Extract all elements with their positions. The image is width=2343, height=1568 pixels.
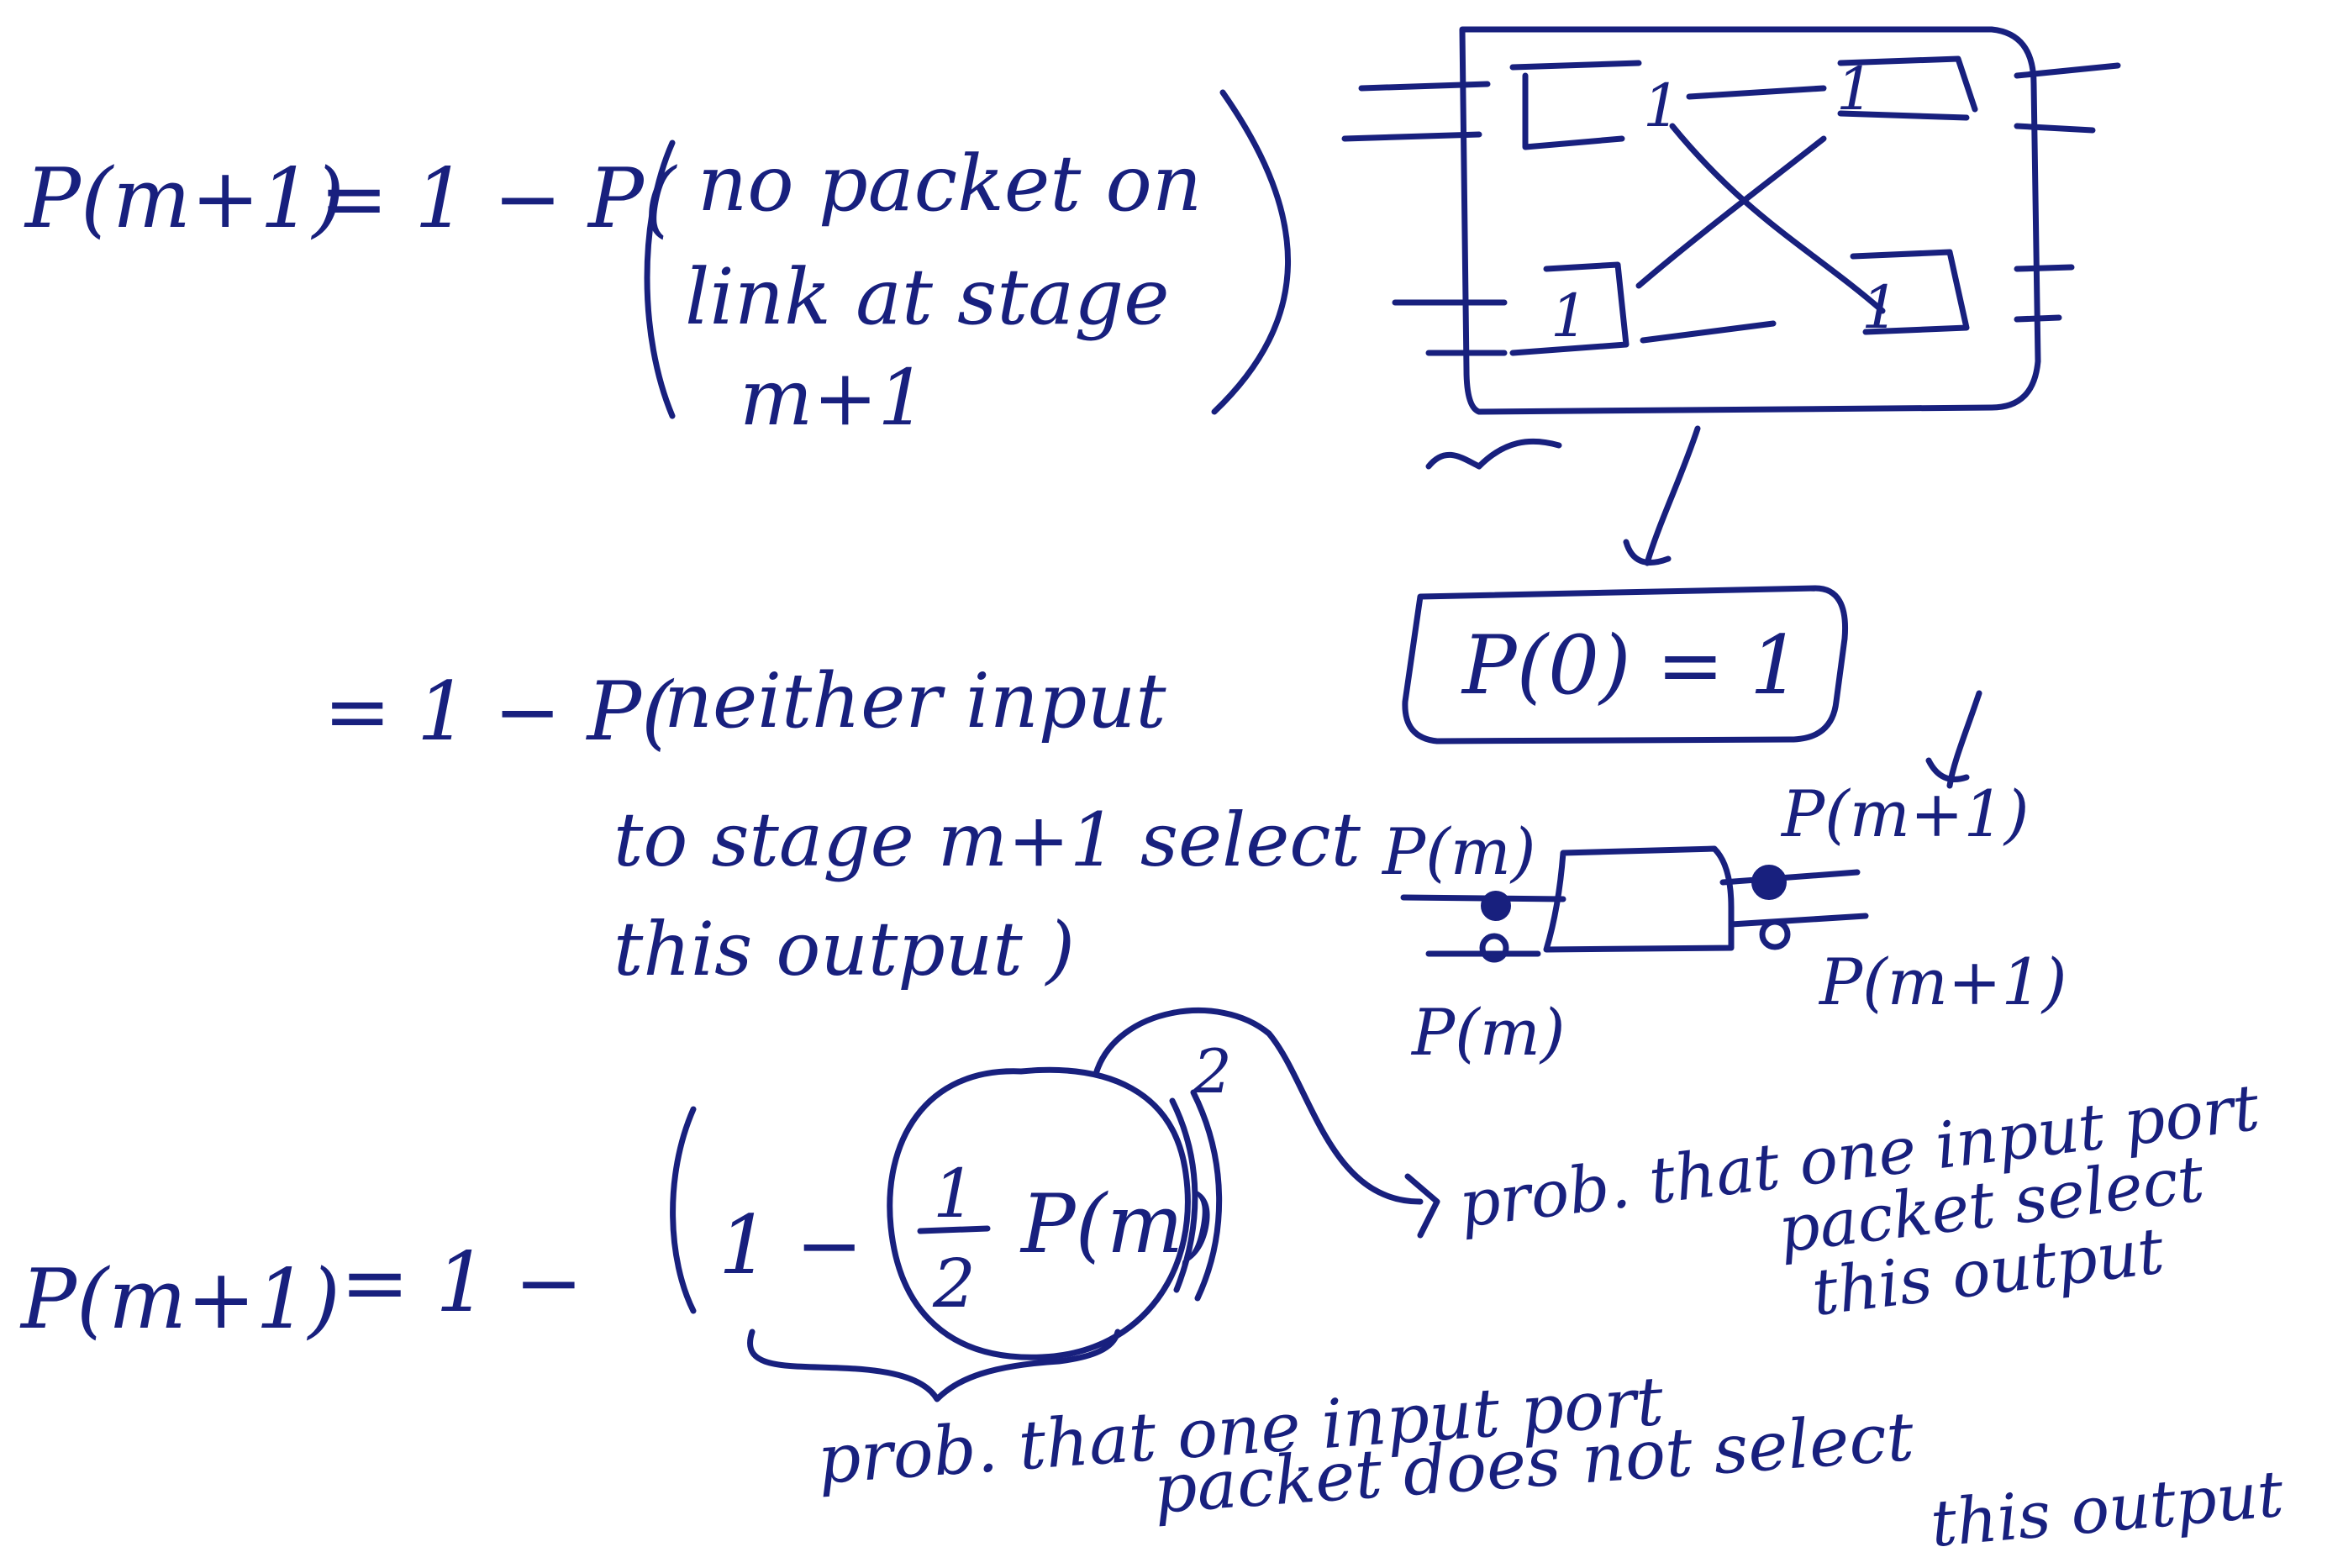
eq1-big-right-paren <box>1211 89 1291 415</box>
annotation-bottom: prob. that one input port packet does no… <box>815 1362 2287 1561</box>
eq3-outer-left-paren <box>670 1106 697 1314</box>
switch-down-arrow <box>1623 425 1701 566</box>
annotation-bottom-line3: this output <box>1928 1456 2287 1561</box>
equation-2: = 1 − P( neither input to stage m+1 sele… <box>324 657 1361 992</box>
eq3-equals: = 1 − <box>340 1235 583 1331</box>
stage-diagram: P(m) P(m) P(m+1) P(m+1) <box>1381 690 2067 1070</box>
switch-cross-link-1 <box>1669 123 1886 314</box>
switch-element-bottom-left <box>1509 261 1630 356</box>
eq2-line1: neither input <box>664 657 1166 745</box>
base-case-box <box>1402 585 1849 745</box>
eq1-rhs-prefix: = 1 − P( <box>319 151 677 247</box>
switch-element-top-left <box>1509 60 1642 150</box>
switch-cross-link-2 <box>1635 135 1827 289</box>
eq1-event-line2: link at stage <box>685 252 1170 342</box>
stage-label-in-bottom: P(m) <box>1410 995 1566 1070</box>
eq2-line3: this output ) <box>613 906 1075 992</box>
eq3-exponent-arrow <box>1093 1008 1440 1239</box>
switch-element-bottom-right <box>1850 249 1970 335</box>
stage-box <box>1543 845 1735 953</box>
stage-output-lines <box>1719 869 1869 928</box>
eq3-lhs: P(m+1) <box>19 1252 340 1348</box>
switch-outer-box <box>1459 26 2041 415</box>
stage-dot-in-bottom <box>1479 933 1509 963</box>
base-case-text: P(0) = 1 <box>1461 618 1801 713</box>
switch-label-bottom-left: 1 <box>1551 282 1588 350</box>
eq1-event-line1: no packet on <box>698 139 1202 229</box>
annotation-right: prob. that one input port packet select … <box>1455 1070 2263 1330</box>
eq1-lhs: P(m+1) <box>24 151 345 247</box>
eq3-one-minus: 1 − <box>719 1198 863 1292</box>
switch-label-top-left: 1 <box>1643 71 1681 140</box>
eq3-exponent: 2 <box>1193 1036 1232 1107</box>
switch-label-top-right: 1 <box>1836 55 1874 124</box>
eq2-prefix: = 1 − P( <box>324 665 675 759</box>
eq3-underbrace <box>747 1329 1121 1402</box>
stage-pointer-arrow <box>1925 690 1982 789</box>
stage-label-in-top: P(m) <box>1381 814 1536 889</box>
switch-diagram: 1 1 1 1 <box>1341 26 2121 566</box>
eq3-highlight-circle <box>887 1066 1191 1360</box>
eq3-fraction-num: 1 <box>933 1155 976 1233</box>
eq3-inner-right-parens <box>1169 1089 1223 1302</box>
equation-1: P(m+1) = 1 − P( no packet on link at sta… <box>24 89 1291 443</box>
equation-3: P(m+1) = 1 − 1 − 1 2 P(m) 2 <box>19 1008 1440 1402</box>
stage-label-out-bottom: P(m+1) <box>1818 944 2067 1019</box>
switch-squiggle <box>1425 438 1562 470</box>
eq3-fraction-den: 2 <box>932 1244 976 1323</box>
switch-label-bottom-right: 1 <box>1861 273 1899 342</box>
switch-input-lines <box>1341 81 1508 356</box>
base-case: P(0) = 1 <box>1402 585 1849 745</box>
eq2-line2: to stage m+1 select <box>613 797 1361 883</box>
switch-straight-links <box>1640 85 1827 344</box>
stage-dot-out-top <box>1751 865 1787 900</box>
stage-label-out-top: P(m+1) <box>1780 776 2030 851</box>
eq1-event-line3: m+1 <box>740 353 927 443</box>
eq1-big-left-paren <box>644 139 676 419</box>
stage-dot-in-top <box>1481 891 1511 921</box>
switch-output-lines <box>2014 62 2121 323</box>
stage-dot-out-bottom <box>1759 918 1791 950</box>
switch-element-top-right <box>1837 55 1978 121</box>
eq3-fraction-bar <box>917 1225 991 1234</box>
